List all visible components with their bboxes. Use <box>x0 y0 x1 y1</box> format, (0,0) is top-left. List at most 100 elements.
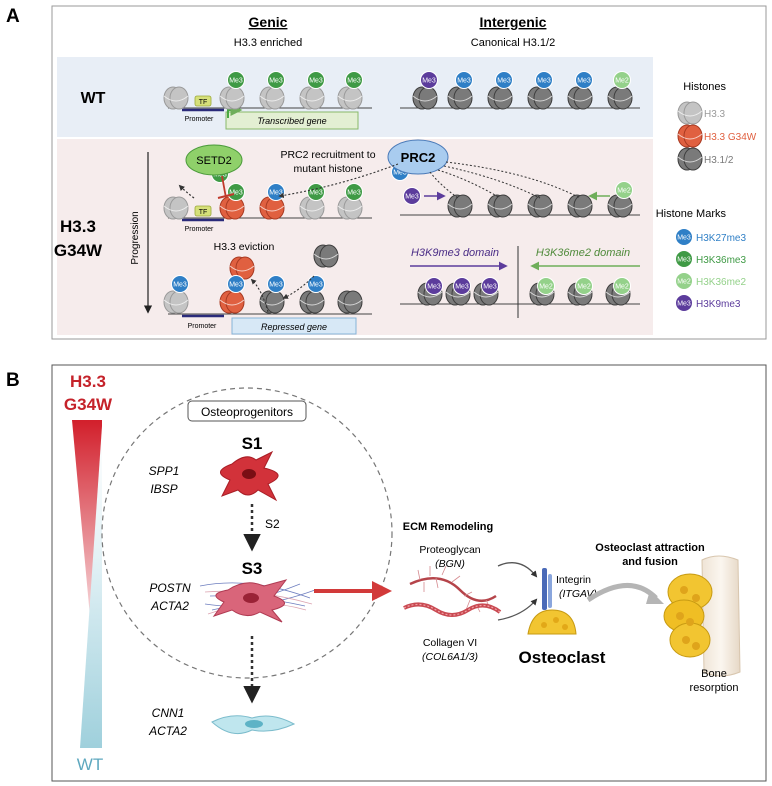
collagen-to-integrin-arrow <box>497 598 538 621</box>
mark-text: Me3 <box>677 235 691 242</box>
bone-label-2: resorption <box>690 682 739 694</box>
promoter-label-mut: Promoter <box>185 226 214 233</box>
h3k36me2-mark: Me2 <box>615 181 633 199</box>
h3k27me3-mark-repressed: Me3 <box>267 275 285 293</box>
nucleosome-mut-genic <box>163 196 189 220</box>
legend-histone-item: H3.3 <box>677 101 726 125</box>
panel-b-letter: B <box>6 370 20 391</box>
progression-label: Progression <box>130 211 141 264</box>
nucleosome-repressed <box>299 290 325 314</box>
h3k36me3-mark: Me3 <box>345 71 363 89</box>
h3k9-domain-label: H3K9me3 domain <box>411 247 499 259</box>
nucleosome-wt-intergenic <box>447 86 473 110</box>
nucleosome-wt-genic <box>219 86 245 110</box>
prc2-label: PRC2 <box>401 150 436 165</box>
promoter-label-repressed: Promoter <box>188 323 217 330</box>
setd2-release-arrow <box>178 184 195 199</box>
smc-gene-2: ACTA2 <box>148 724 187 738</box>
tf-label-mut: TF <box>199 209 208 216</box>
mark-text: Me3 <box>229 78 243 85</box>
s1-cell <box>220 450 279 502</box>
legend-histone-item: H3.3 G34W <box>677 124 757 148</box>
mark-text: Me3 <box>269 78 283 85</box>
s3-label: S3 <box>242 559 263 578</box>
mutant-row-label-2: G34W <box>54 241 103 260</box>
mark-text: Me2 <box>677 279 691 286</box>
h3k27me3-mark-repressed: Me3 <box>307 275 325 293</box>
setd2-inhibition-bar <box>217 193 235 199</box>
gradient-top-label-1: H3.3 <box>70 372 106 391</box>
legend-mark-swatch: Me3 <box>675 250 693 268</box>
mark-text: Me3 <box>309 190 323 197</box>
nucleosome-wt-genic <box>163 86 189 110</box>
legend-mark-swatch: Me3 <box>675 294 693 312</box>
nucleosome-wt-intergenic <box>527 86 553 110</box>
histone-mark-wt: Me2 <box>613 71 631 89</box>
bone-structure <box>701 555 741 677</box>
osteoprogenitor-circle <box>101 387 393 679</box>
genic-title: Genic <box>249 14 288 30</box>
intergenic-title: Intergenic <box>480 14 547 30</box>
repressed-gene-label: Repressed gene <box>261 322 327 332</box>
wt-gradient-wedge <box>80 426 102 748</box>
h3k36me3-mark: Me3 <box>307 71 325 89</box>
proteoglycan-to-integrin-arrow <box>497 562 538 578</box>
nucleosome-wt-intergenic <box>487 86 513 110</box>
histone-mark-mut: Me3 <box>307 183 325 201</box>
tss-arrow <box>227 104 243 118</box>
s2-label: S2 <box>265 517 280 531</box>
nucleosome-mut-genic <box>259 196 285 220</box>
panel-a-letter: A <box>6 6 20 27</box>
nucleosome-wt-genic <box>299 86 325 110</box>
legend-histone-swatch <box>677 124 703 148</box>
histone-mark-mut: Me3 <box>267 183 285 201</box>
mark-text: Me3 <box>537 78 551 85</box>
mark-text: Me3 <box>677 301 691 308</box>
nucleosome-repressed <box>259 290 285 314</box>
gradient-bottom-label: WT <box>77 755 103 774</box>
nucleosome-mut-intergenic <box>487 194 513 218</box>
legend-histone-label: H3.3 G34W <box>704 132 757 143</box>
proteoglycan-fiber <box>409 565 497 613</box>
tf-factor-wt: TF <box>194 95 212 107</box>
nucleosome-mut-intergenic <box>607 194 633 218</box>
s1-gene-2: IBSP <box>150 482 177 496</box>
transcribed-gene-box <box>225 111 359 130</box>
mark-text: Me3 <box>347 78 361 85</box>
mark-text: Me3 <box>455 284 469 291</box>
histone-mark-wt: Me3 <box>495 71 513 89</box>
transcribed-gene-label: Transcribed gene <box>257 116 326 126</box>
histone-mark-wt: Me3 <box>420 71 438 89</box>
mark-text: Me3 <box>483 284 497 291</box>
mark-text: Me3 <box>347 190 361 197</box>
mark-text: Me3 <box>405 194 419 201</box>
prc2-text-line1: PRC2 recruitment to <box>280 149 375 161</box>
nucleosome-mut-intergenic <box>447 194 473 218</box>
legend-mark-label: H3K27me3 <box>696 233 746 244</box>
h3k36me3-mark-setd2: Me3 <box>227 183 245 201</box>
histone-mark-domain: Me3 <box>425 277 443 295</box>
attraction-label-2: and fusion <box>622 556 678 568</box>
h3k36-domain-label: H3K36me2 domain <box>536 247 630 259</box>
nucleosome-wt-genic <box>337 86 363 110</box>
s3-cell <box>199 579 316 623</box>
mark-text: Me3 <box>173 282 187 289</box>
nucleosome-wt-intergenic <box>567 86 593 110</box>
nucleosome-wt-intergenic <box>607 86 633 110</box>
prc2-text-line2: mutant histone <box>294 163 363 175</box>
nucleosome-repressed <box>219 290 245 314</box>
legend-histone-swatch <box>677 101 703 125</box>
histone-mark-domain: Me2 <box>575 277 593 295</box>
attraction-arrow-head <box>646 590 664 604</box>
prc2-recruit-arrow <box>278 163 399 199</box>
gradient-top-label-2: G34W <box>64 395 113 414</box>
setd2-label: SETD2 <box>196 155 231 167</box>
itgav-label: (ITGAV) <box>559 588 597 600</box>
mark-text: Me2 <box>617 188 631 195</box>
incoming-canonical-nucleosome <box>313 244 339 268</box>
collagen-fiber-detail <box>403 603 501 616</box>
wt-row-label: WT <box>81 90 106 107</box>
histone-mark-domain: Me2 <box>613 277 631 295</box>
mark-text: Me2 <box>615 78 629 85</box>
